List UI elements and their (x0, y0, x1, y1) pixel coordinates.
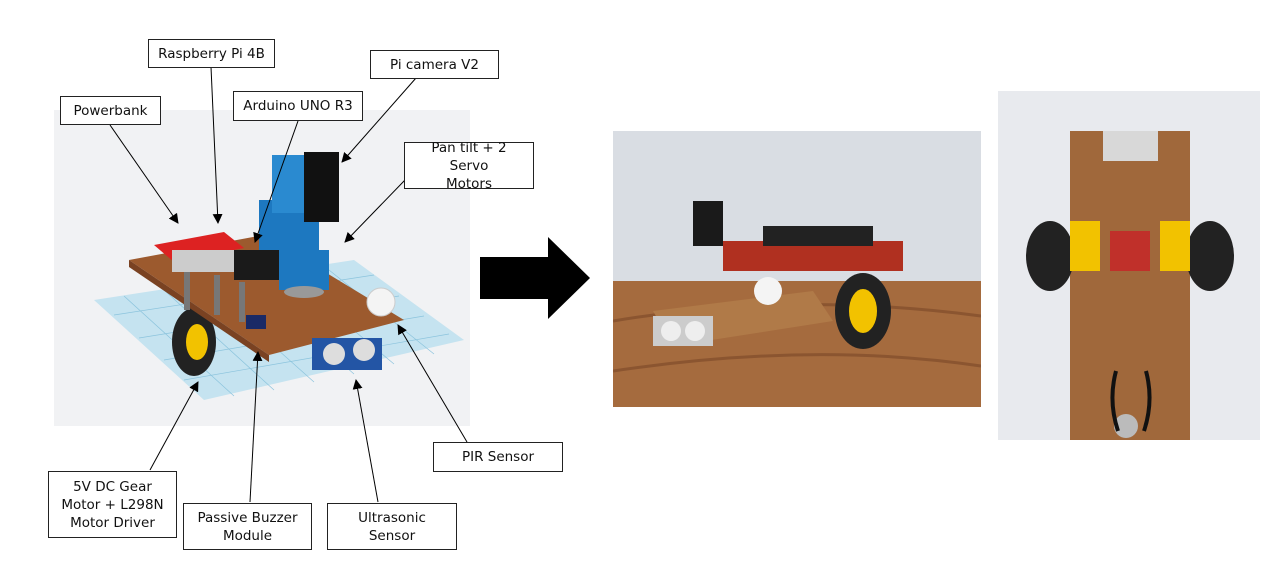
robot-bottom-photo (998, 91, 1260, 440)
label-arduino-uno: Arduino UNO R3 (233, 91, 363, 121)
label-motor-driver: 5V DC Gear Motor + L298N Motor Driver (48, 471, 177, 538)
robot-front-photo (613, 131, 981, 407)
robot-3d-model (54, 110, 470, 426)
label-powerbank: Powerbank (60, 96, 161, 125)
label-pan-tilt: Pan tilt + 2 Servo Motors (404, 140, 534, 192)
label-ultrasonic: Ultrasonic Sensor (327, 503, 457, 550)
label-pi-camera: Pi camera V2 (370, 50, 499, 79)
label-pir: PIR Sensor (433, 442, 563, 472)
label-raspberry-pi: Raspberry Pi 4B (148, 39, 275, 68)
right-arrow-icon (480, 237, 590, 319)
label-passive-buzzer: Passive Buzzer Module (183, 503, 312, 550)
